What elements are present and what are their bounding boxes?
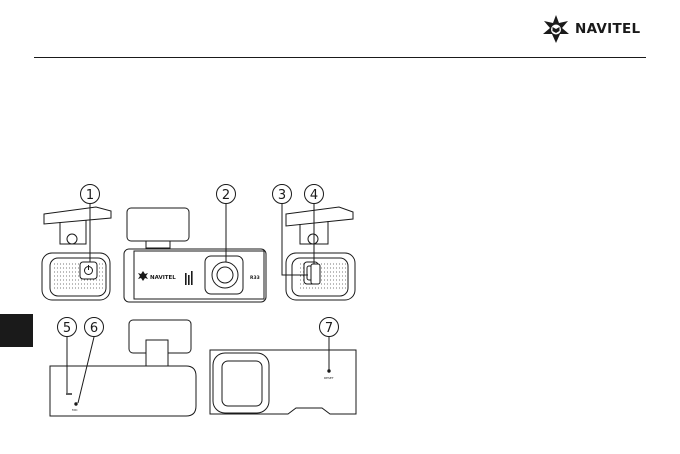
front-model-label: R33 bbox=[250, 275, 260, 281]
svg-text:7: 7 bbox=[325, 321, 333, 336]
svg-text:5: 5 bbox=[63, 321, 71, 336]
device-front-view: NAVITEL R33 bbox=[124, 208, 266, 302]
card-slot bbox=[311, 264, 320, 284]
front-brand-label: NAVITEL bbox=[150, 275, 176, 281]
reset-label: RESET bbox=[324, 376, 334, 380]
mic-label: MIC bbox=[72, 408, 78, 412]
device-rear-view: RESET bbox=[210, 350, 356, 414]
svg-text:3: 3 bbox=[278, 188, 286, 203]
device-left-side-view bbox=[42, 207, 111, 300]
svg-text:1: 1 bbox=[86, 188, 94, 203]
svg-text:4: 4 bbox=[310, 188, 318, 203]
power-button bbox=[80, 262, 97, 279]
svg-text:6: 6 bbox=[90, 321, 98, 336]
device-right-side-view bbox=[286, 207, 355, 300]
svg-text:2: 2 bbox=[222, 188, 230, 203]
callout-1: 1 bbox=[81, 185, 100, 263]
